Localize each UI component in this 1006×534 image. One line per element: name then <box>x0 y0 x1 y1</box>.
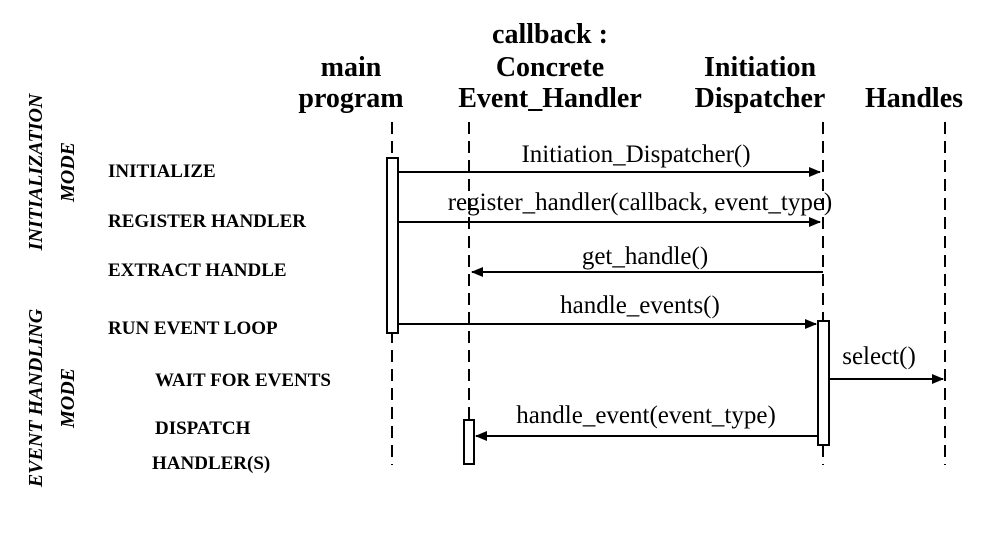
mode-initialization: INITIALIZATION MODE <box>25 92 79 251</box>
participant-dispatcher-line1: Initiation <box>704 52 816 83</box>
message-handle-events: handle_events() <box>398 292 817 329</box>
mode-event-handling-line1: EVENT HANDLING <box>25 308 47 488</box>
message-get-handle: get_handle() <box>471 243 823 277</box>
mode-event-handling: EVENT HANDLING MODE <box>25 308 79 488</box>
message-select-label: select() <box>842 343 916 370</box>
step-extract-handle: EXTRACT HANDLE <box>108 260 287 281</box>
mode-initialization-line2: MODE <box>57 142 79 203</box>
activation-main-program <box>386 157 399 334</box>
participant-handles: Handles <box>865 83 963 114</box>
participant-callback-handler-line1: callback : <box>492 19 608 50</box>
message-handle-event-label: handle_event(event_type) <box>516 402 776 429</box>
message-register-handler-label: register_handler(callback, event_type) <box>448 189 833 216</box>
participant-main-program-line1: main <box>321 52 382 83</box>
participant-callback-handler-line2: Concrete <box>496 52 604 83</box>
message-handle-events-label: handle_events() <box>560 292 720 319</box>
step-register-handler: REGISTER HANDLER <box>108 211 306 232</box>
step-dispatch-handler: DISPATCH HANDLER(S) <box>152 418 270 474</box>
activation-callback-handler <box>463 419 475 465</box>
step-dispatch-handler-line2: HANDLER(S) <box>152 453 270 474</box>
participant-main-program: main program <box>298 52 403 114</box>
step-initialize: INITIALIZE <box>108 161 216 182</box>
message-get-handle-label: get_handle() <box>582 243 708 270</box>
message-handle-event: handle_event(event_type) <box>475 402 818 441</box>
step-wait-for-events: WAIT FOR EVENTS <box>155 370 331 391</box>
participant-main-program-line2: program <box>298 83 403 114</box>
mode-event-handling-line2: MODE <box>57 368 79 429</box>
activation-dispatcher <box>817 320 830 446</box>
message-initiation-dispatcher-label: Initiation_Dispatcher() <box>521 141 750 168</box>
message-register-handler: register_handler(callback, event_type) <box>398 189 833 227</box>
participant-dispatcher-line2: Dispatcher <box>695 83 826 114</box>
message-select: select() <box>829 343 944 384</box>
participant-dispatcher: Initiation Dispatcher <box>695 52 826 114</box>
participant-callback-handler: callback : Concrete Event_Handler <box>458 19 642 114</box>
mode-initialization-line1: INITIALIZATION <box>25 92 47 251</box>
participant-callback-handler-line3: Event_Handler <box>458 83 642 114</box>
step-run-event-loop: RUN EVENT LOOP <box>108 318 278 339</box>
step-dispatch-handler-line1: DISPATCH <box>155 418 251 439</box>
message-initiation-dispatcher: Initiation_Dispatcher() <box>398 141 821 177</box>
